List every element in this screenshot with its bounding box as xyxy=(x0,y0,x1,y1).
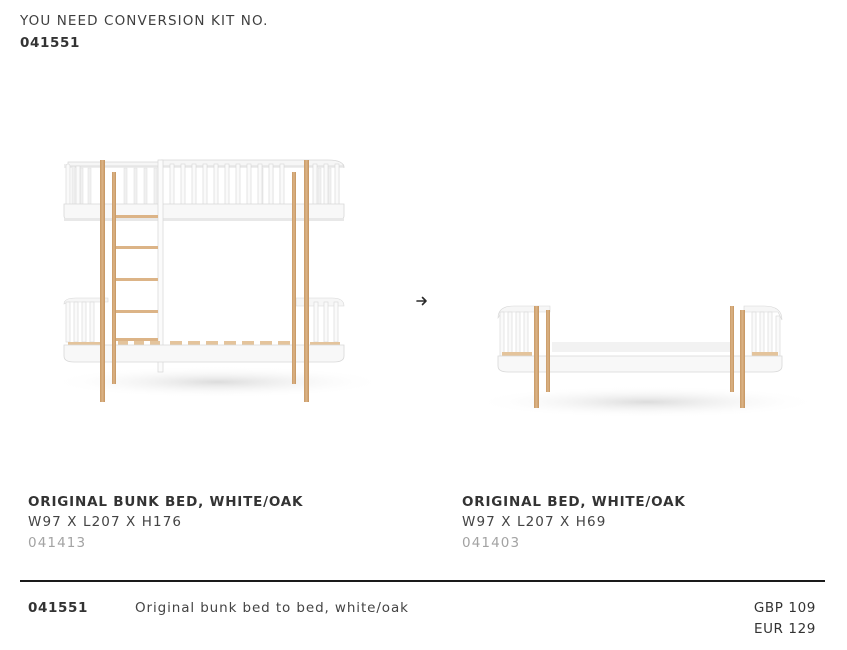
product-to-dimensions: W97 X L207 X H69 xyxy=(462,514,607,530)
kit-description: Original bunk bed to bed, white/oak xyxy=(135,600,409,616)
kit-code: 041551 xyxy=(28,600,88,616)
divider xyxy=(20,580,825,582)
product-to: ORIGINAL BED, WHITE/OAK W97 X L207 X H69… xyxy=(462,120,822,551)
kit-prices: GBP 109 EUR 129 xyxy=(754,598,816,640)
product-from-info: ORIGINAL BUNK BED, WHITE/OAK W97 X L207 … xyxy=(28,492,303,554)
product-from-code: 041413 xyxy=(28,535,87,551)
product-to-code: 041403 xyxy=(462,535,521,551)
product-from-name: ORIGINAL BUNK BED, WHITE/OAK xyxy=(28,494,304,510)
bunk-bed-image xyxy=(28,120,408,480)
product-to-name: ORIGINAL BED, WHITE/OAK xyxy=(462,494,686,510)
product-to-info: ORIGINAL BED, WHITE/OAK W97 X L207 X H69… xyxy=(462,492,686,554)
product-from-dimensions: W97 X L207 X H176 xyxy=(28,514,183,530)
single-bed-image xyxy=(462,120,822,480)
kit-header: YOU NEED CONVERSION KIT NO. 041551 xyxy=(20,12,269,54)
price-eur: EUR 129 xyxy=(753,621,816,637)
product-from: ORIGINAL BUNK BED, WHITE/OAK W97 X L207 … xyxy=(28,120,408,551)
kit-label: YOU NEED CONVERSION KIT NO. xyxy=(20,13,269,29)
arrow-right-icon xyxy=(416,296,427,306)
kit-number: 041551 xyxy=(20,35,80,51)
price-gbp: GBP 109 xyxy=(753,600,816,616)
